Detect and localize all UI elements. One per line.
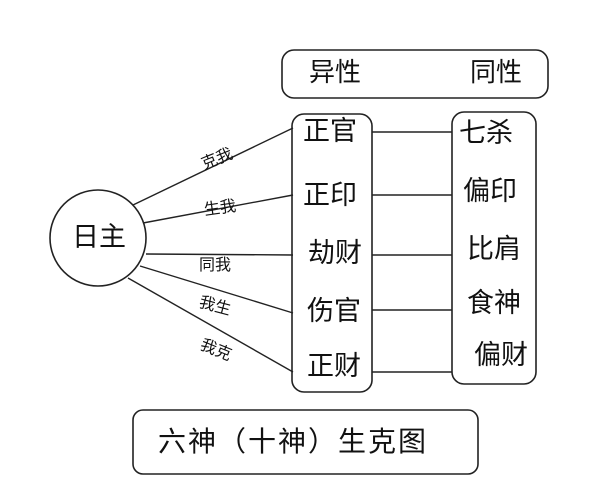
same-god-2: 偏印 (463, 176, 517, 207)
ray-line-5 (127, 277, 294, 373)
ray-line-2 (142, 194, 294, 224)
day-master-label: 日主 (72, 222, 126, 253)
ray-line-3 (145, 253, 294, 256)
diagram-caption: 六神（十神）生克图 (158, 425, 429, 458)
header-opposite-sex-label: 异性 (309, 58, 362, 88)
opposite-god-4: 伤官 (307, 296, 361, 327)
caption-box (132, 409, 479, 475)
relation-label-2: 生我 (202, 195, 238, 220)
same-god-1: 七杀 (459, 118, 513, 149)
header-same-sex-label: 同性 (470, 58, 523, 88)
header-box (281, 49, 549, 99)
same-god-5: 偏财 (474, 340, 528, 371)
ray-line-4 (139, 265, 294, 314)
same-god-4: 食神 (467, 288, 521, 319)
relation-label-3: 同我 (199, 255, 232, 274)
day-master-circle (49, 189, 147, 287)
opposite-god-1: 正官 (303, 116, 357, 147)
ray-line-1 (132, 127, 294, 206)
same-god-3: 比肩 (467, 234, 521, 265)
opposite-god-2: 正印 (303, 180, 357, 211)
opposite-god-3: 劫财 (308, 238, 362, 269)
same-column-box (451, 111, 537, 385)
opposite-god-5: 正财 (307, 351, 361, 382)
opposite-column-box (291, 113, 373, 393)
